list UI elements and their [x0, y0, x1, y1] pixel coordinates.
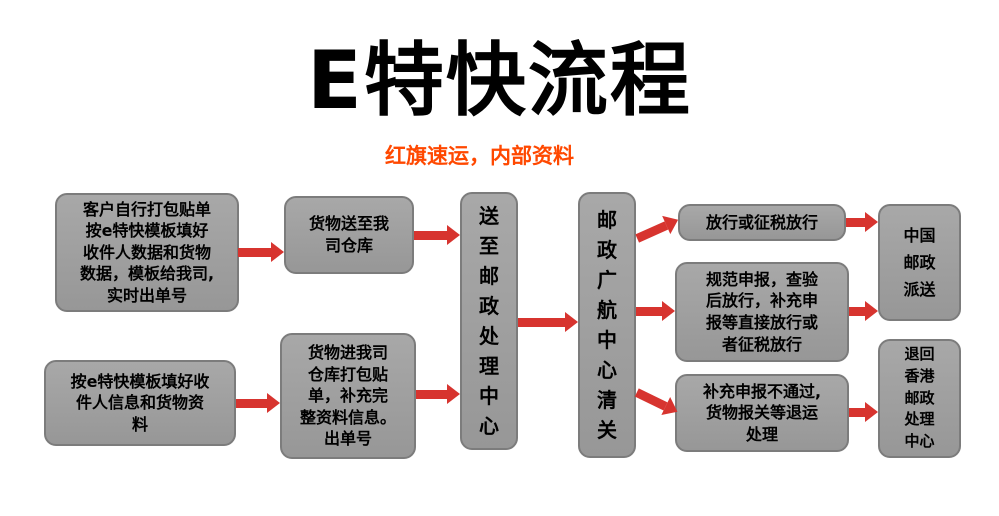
node-china-post-delivery: 中国 邮政 派送	[878, 204, 961, 321]
arrow-customs-to-release	[633, 210, 683, 248]
node-to-postal-center: 送 至 邮 政 处 理 中 心	[460, 192, 518, 450]
arrow-pack-to-postal	[416, 384, 460, 404]
arrow-bar	[238, 247, 271, 257]
arrow-head	[865, 301, 878, 321]
arrow-warehouse-to-postal	[414, 225, 460, 245]
node-return-hk-postal: 退回 香港 邮政 处理 中心	[878, 339, 961, 458]
arrow-postal-to-customs	[518, 312, 578, 332]
node-customs-clearance: 邮 政 广 航 中 心 清 关	[578, 192, 636, 458]
arrow-head	[865, 402, 878, 422]
arrow-bar	[414, 230, 447, 240]
arrow-customs-to-declaration	[636, 301, 675, 321]
node-customer-self-pack: 客户自行打包贴单 按e特快模板填好 收件人数据和货物 数据，模板给我司, 实时出…	[55, 193, 239, 312]
arrow-head	[662, 301, 675, 321]
arrow-release-to-chinapost	[846, 212, 878, 232]
arrow-bar	[635, 387, 668, 411]
node-goods-to-warehouse: 货物送至我 司仓库	[284, 196, 414, 274]
arrow-head	[565, 312, 578, 332]
arrow-declaration-to-chinapost	[849, 301, 878, 321]
arrow-head	[271, 242, 284, 262]
arrow-bar	[635, 220, 669, 243]
page-title: E特快流程	[307, 34, 692, 127]
node-warehouse-pack: 货物进我司 仓库打包贴 单，补充完 整资料信息。 出单号	[280, 333, 416, 459]
arrow-head	[447, 225, 460, 245]
arrow-head	[267, 393, 280, 413]
arrow-failed-to-return	[849, 402, 878, 422]
page-subtitle: 红旗速运，内部资料	[385, 144, 575, 168]
arrow-bar	[236, 398, 267, 408]
arrow-pack-to-warehouse	[238, 242, 284, 262]
arrow-head	[447, 384, 460, 404]
node-declaration-failed: 补充申报不通过, 货物报关等退运 处理	[675, 374, 849, 452]
arrow-bar	[849, 306, 865, 316]
arrow-bar	[846, 217, 865, 227]
node-template-fill: 按e特快模板填好收 件人信息和货物资 料	[44, 360, 236, 446]
arrow-bar	[518, 317, 565, 327]
arrow-bar	[416, 389, 447, 399]
arrow-head	[865, 212, 878, 232]
node-release-or-tax: 放行或征税放行	[678, 204, 846, 241]
arrow-bar	[636, 306, 662, 316]
arrow-fill-to-pack	[236, 393, 280, 413]
arrow-bar	[849, 407, 865, 417]
node-standard-declaration: 规范申报，查验 后放行，补充申 报等直接放行或 者征税放行	[675, 262, 849, 362]
